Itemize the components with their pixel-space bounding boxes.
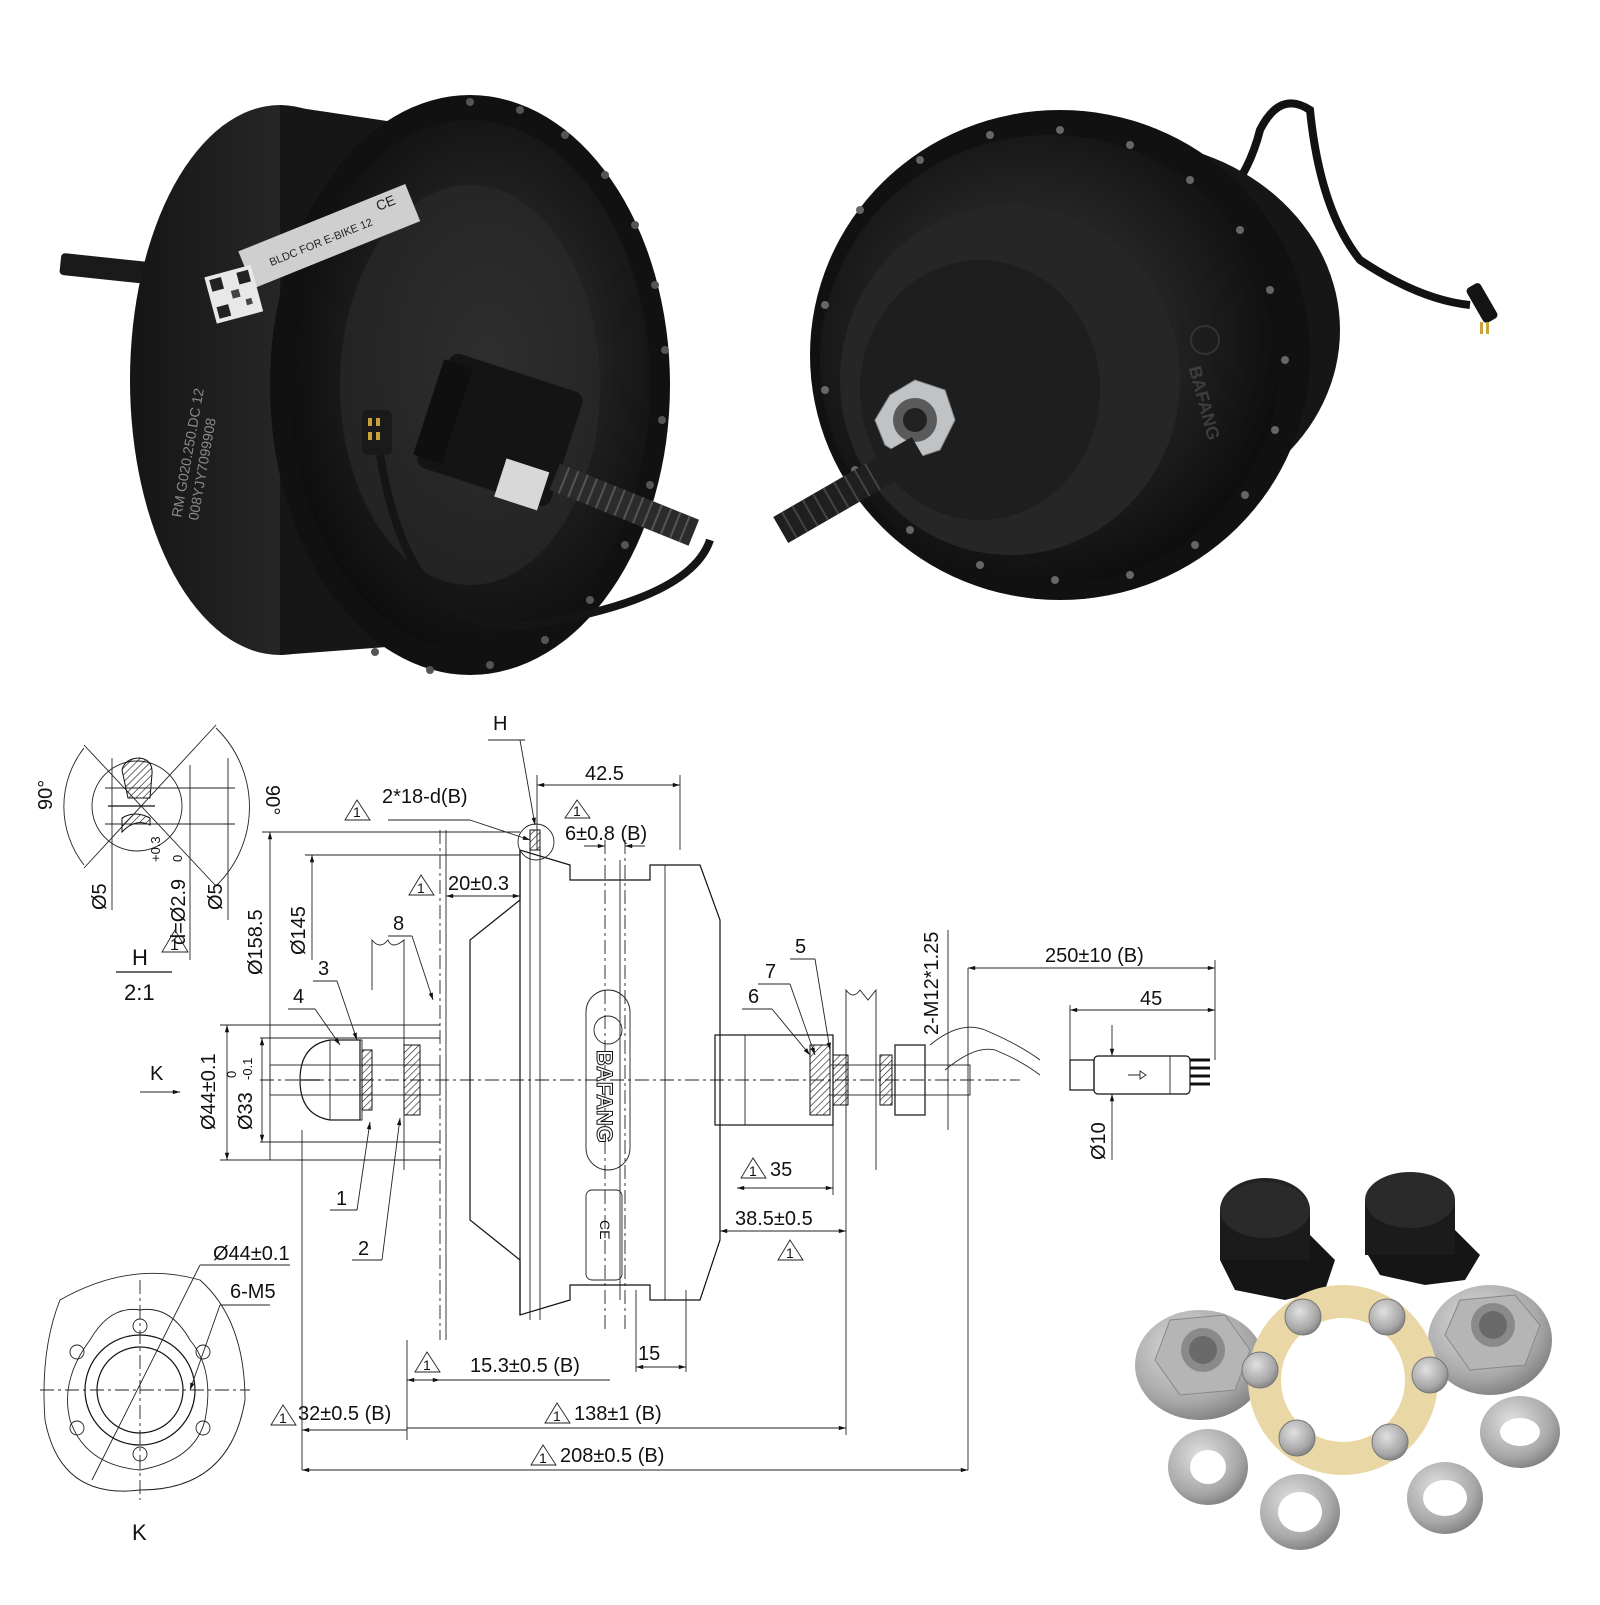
- dim-15: 15: [638, 1343, 660, 1365]
- washer-d-left: [1168, 1429, 1248, 1505]
- callout-1: 1: [336, 1188, 347, 1210]
- detail-title: H: [132, 945, 148, 970]
- detail-view-h: 90° 90° Ø5 Ø5 d=Ø2.9 +0.3 0 1 H 2:1: [35, 724, 283, 1005]
- dim-42-5: 42.5: [585, 763, 624, 785]
- washer-flat-right: [1407, 1462, 1483, 1534]
- flange-view-k: Ø44±0.1 6-M5 K: [40, 1243, 290, 1545]
- connector-dia: Ø10: [1088, 1122, 1110, 1160]
- dim-32: 32±0.5 (B): [298, 1403, 391, 1425]
- svg-text:1: 1: [749, 1163, 757, 1179]
- dim-6: 6±0.8 (B): [565, 823, 647, 845]
- flange-bolts: 6-M5: [230, 1281, 276, 1303]
- svg-text:1: 1: [417, 880, 425, 896]
- callout-7: 7: [765, 961, 776, 983]
- view-k-title: K: [132, 1520, 147, 1545]
- axle-cap-right: [1365, 1172, 1480, 1285]
- svg-text:1: 1: [553, 1408, 561, 1424]
- svg-text:1: 1: [539, 1450, 547, 1466]
- washer-flat-left: [1260, 1474, 1340, 1550]
- accessories-photo: [1125, 1140, 1565, 1570]
- svg-text:CE: CE: [597, 1220, 613, 1239]
- svg-text:1: 1: [786, 1245, 794, 1261]
- flange-nut-left: [1135, 1310, 1265, 1420]
- technical-drawing: 90° 90° Ø5 Ø5 d=Ø2.9 +0.3 0 1 H 2:1: [0, 700, 1600, 1600]
- callout-4: 4: [293, 986, 304, 1008]
- axle-cap-left: [1220, 1178, 1335, 1300]
- dim-138: 138±1 (B): [574, 1403, 662, 1425]
- thread-spec: 2-M12*1.25: [921, 932, 943, 1035]
- svg-text:1: 1: [423, 1357, 431, 1373]
- detail-scale: 2:1: [124, 980, 155, 1005]
- dim-38-5: 38.5±0.5: [735, 1208, 813, 1230]
- dim-20: 20±0.3: [448, 873, 509, 895]
- svg-text:+0.3: +0.3: [148, 836, 163, 862]
- callout-5: 5: [795, 936, 806, 958]
- svg-text:Ø5: Ø5: [89, 883, 111, 910]
- svg-text:0: 0: [170, 855, 185, 862]
- svg-text:Ø5: Ø5: [205, 883, 227, 910]
- svg-text:1: 1: [353, 804, 361, 820]
- dim-15-3: 15.3±0.5 (B): [470, 1355, 580, 1377]
- flange-nut-right: [1428, 1285, 1552, 1395]
- dia-44: Ø44±0.1: [198, 1053, 220, 1130]
- motor-photo-left: BLDC FOR E-BIKE 12 CE RM G020.250.DC 12 …: [50, 80, 750, 690]
- connector-length: 45: [1140, 988, 1162, 1010]
- svg-text:d=Ø2.9: d=Ø2.9: [168, 879, 190, 945]
- dim-208: 208±0.5 (B): [560, 1445, 664, 1467]
- view-k-marker: K: [150, 1063, 164, 1085]
- spoke-holes-label: 2*18-d(B): [382, 786, 468, 808]
- dia-145: Ø145: [288, 906, 310, 955]
- main-section-view: BAFANG CE: [140, 713, 1216, 1473]
- dim-35: 35: [770, 1159, 792, 1181]
- callout-3: 3: [318, 958, 329, 980]
- svg-text:1: 1: [573, 803, 581, 819]
- shell-brand: BAFANG: [592, 1050, 617, 1143]
- dia-158-5: Ø158.5: [245, 909, 267, 975]
- washer-d-right: [1480, 1396, 1560, 1468]
- svg-text:CE: CE: [374, 192, 398, 214]
- motor-photo-right: BAFANG: [740, 90, 1600, 610]
- svg-text:1: 1: [279, 1410, 287, 1426]
- svg-text:-0.1: -0.1: [240, 1058, 255, 1080]
- svg-text:1: 1: [170, 937, 179, 954]
- qr-code: [204, 264, 264, 324]
- detail-marker-h: H: [493, 713, 507, 735]
- disc-adapter-ring: [1241, 1285, 1449, 1475]
- dia-33: Ø33: [235, 1092, 257, 1130]
- callout-6: 6: [748, 986, 759, 1008]
- cable-length: 250±10 (B): [1045, 945, 1144, 967]
- callout-2: 2: [358, 1238, 369, 1260]
- svg-text:90°: 90°: [35, 780, 57, 810]
- svg-text:90°: 90°: [261, 785, 283, 815]
- svg-text:0: 0: [224, 1071, 239, 1078]
- flange-dia: Ø44±0.1: [213, 1243, 290, 1265]
- callout-8: 8: [393, 913, 404, 935]
